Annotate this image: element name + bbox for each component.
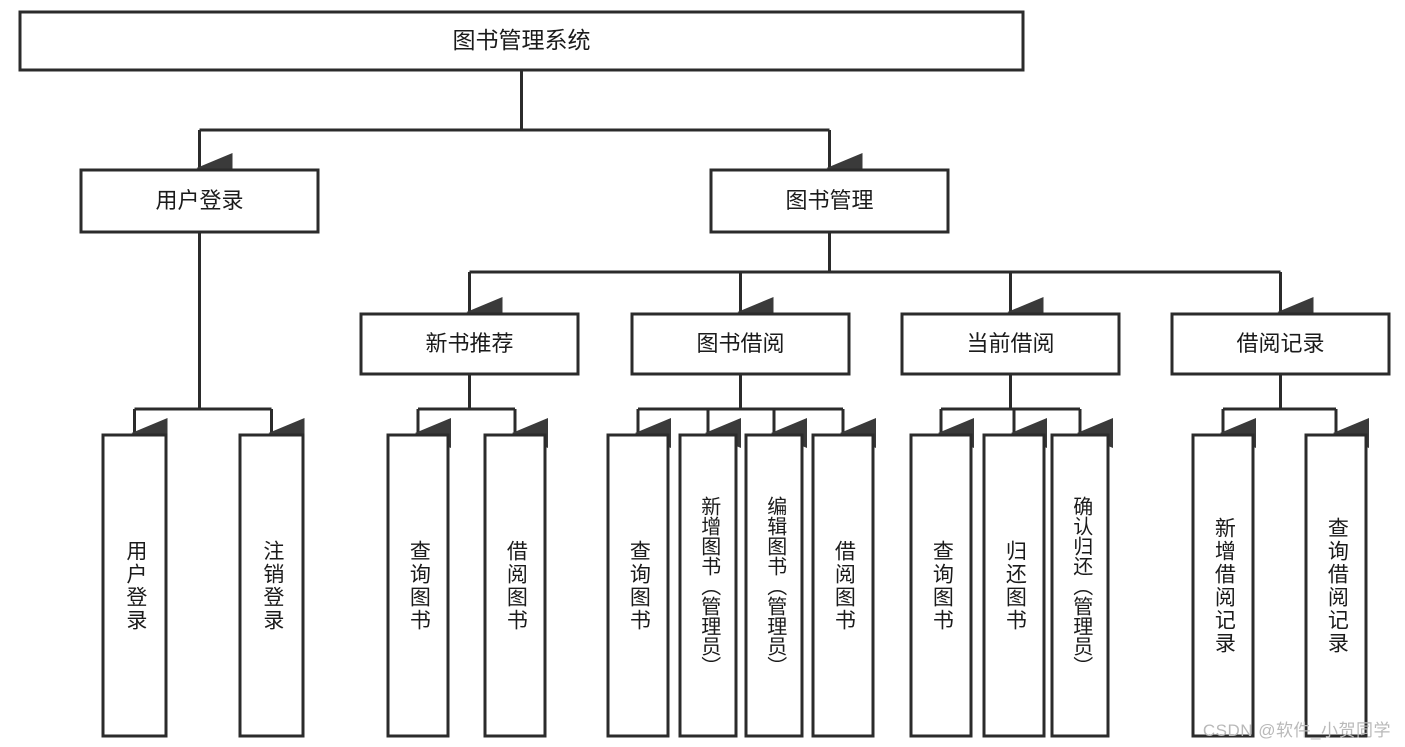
level2-node-box[interactable] [709, 168, 950, 234]
level2-node-label: 用户登录 [155, 188, 243, 213]
leaf-node-box[interactable] [678, 433, 738, 738]
level3-node-box[interactable] [359, 312, 580, 376]
level3-node-box[interactable] [900, 312, 1121, 376]
leaf-node-box[interactable] [386, 433, 450, 738]
root-label: 图书管理系统 [453, 27, 591, 53]
leaf-node-box[interactable] [909, 433, 973, 738]
level2-node-label: 图书管理 [785, 188, 873, 213]
root-box[interactable] [18, 10, 1025, 72]
leaf-node-box[interactable] [982, 433, 1046, 738]
leaf-node-box[interactable] [1191, 433, 1255, 738]
leaf-node-box[interactable] [811, 433, 875, 738]
level3-node-label: 当前借阅 [966, 331, 1054, 356]
level3-node-box[interactable] [630, 312, 851, 376]
level3-node-label: 图书借阅 [696, 331, 784, 356]
level3-node-label: 借阅记录 [1236, 331, 1324, 356]
leaf-node-box[interactable] [606, 433, 670, 738]
leaf-node-box[interactable] [238, 433, 305, 738]
node-boxes [18, 10, 1391, 738]
leaf-node-box[interactable] [1304, 433, 1368, 738]
level3-node-label: 新书推荐 [425, 331, 513, 356]
leaf-node-box[interactable] [744, 433, 804, 738]
csdn-watermark: CSDN @软件_小贺同学 [1202, 721, 1391, 740]
level2-node-box[interactable] [79, 168, 320, 234]
leaf-node-box[interactable] [101, 433, 168, 738]
level3-node-box[interactable] [1170, 312, 1391, 376]
connector-lines [131, 70, 1369, 448]
leaf-node-box[interactable] [483, 433, 547, 738]
leaf-node-box[interactable] [1050, 433, 1110, 738]
